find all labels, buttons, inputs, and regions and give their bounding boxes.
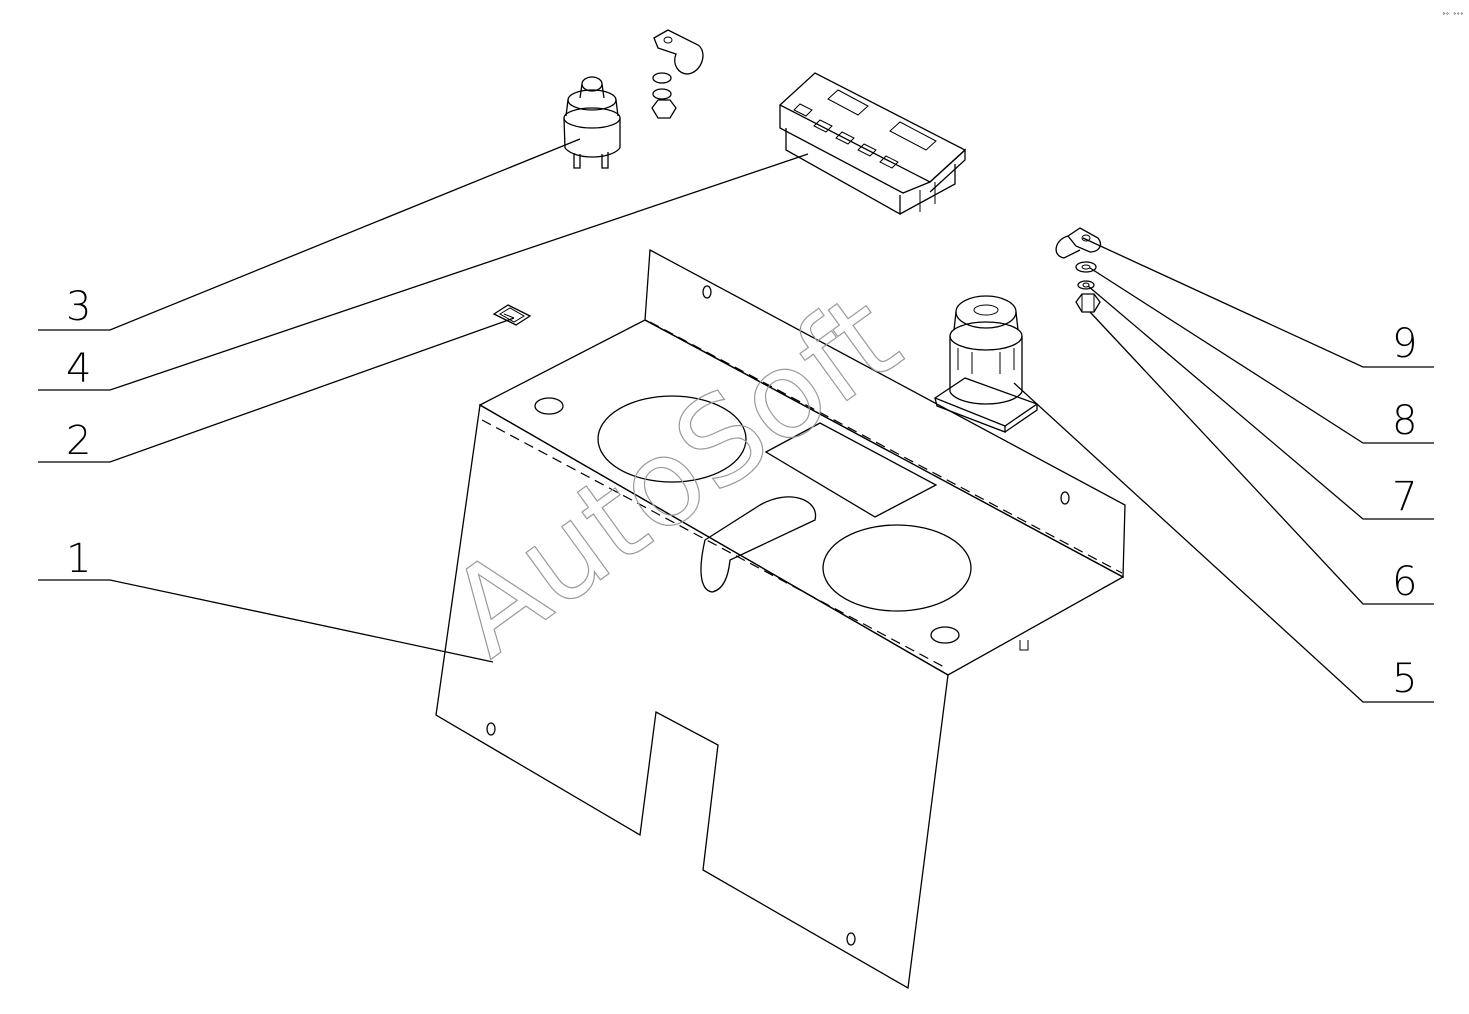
small-hole-deck-left — [534, 397, 564, 415]
part-9-cable-clamp — [1055, 227, 1102, 259]
callout-5: 5 — [1392, 656, 1417, 702]
front-plate — [435, 403, 949, 990]
leader-6 — [1089, 311, 1434, 605]
callout-3: 3 — [66, 284, 91, 330]
stud — [1019, 640, 1029, 651]
large-hole-right — [822, 524, 972, 612]
leader-lines — [38, 138, 1434, 703]
part-1-panel-bracket — [435, 248, 1126, 990]
part-5-ignition-switch — [933, 295, 1039, 433]
callout-9: 9 — [1392, 321, 1417, 367]
callout-4: 4 — [66, 346, 91, 392]
large-hole-left — [597, 395, 747, 483]
hole-plate-right — [846, 932, 856, 946]
rect-slot — [764, 422, 938, 518]
leader-1 — [38, 579, 494, 663]
callout-8: 8 — [1392, 398, 1417, 444]
leader-5 — [1013, 382, 1434, 703]
hole-flange-left — [702, 285, 712, 299]
part-2-clip — [492, 304, 532, 326]
small-hole-deck-right — [930, 626, 960, 644]
part-7-washer — [1077, 280, 1095, 290]
watermark: AutoSoft — [425, 267, 925, 684]
watermark-text: AutoSoft — [425, 268, 924, 683]
leader-2 — [38, 317, 515, 463]
callout-2: 2 — [66, 418, 91, 464]
callout-1: 1 — [66, 536, 91, 582]
part-6-nut — [1075, 293, 1101, 313]
leader-9 — [1082, 237, 1434, 368]
top-clamp-group — [651, 29, 704, 119]
leader-3 — [38, 138, 581, 331]
leader-4 — [38, 153, 809, 391]
hole-flange-right — [1060, 491, 1070, 505]
corner-mark: °° °°° — [1442, 12, 1464, 19]
bend-line-front — [481, 419, 947, 669]
callout-7: 7 — [1392, 474, 1417, 520]
hole-plate-left — [486, 722, 496, 736]
bent-tab — [700, 496, 817, 593]
callout-labels: 1 2 3 4 5 6 7 8 9 — [66, 284, 1417, 702]
leader-7 — [1087, 285, 1434, 520]
callout-6: 6 — [1392, 559, 1417, 605]
part-3-push-button — [563, 76, 621, 169]
leader-8 — [1089, 267, 1434, 444]
bend-line-back — [649, 321, 1123, 574]
part-8-washer — [1075, 261, 1097, 273]
part-4-display-unit — [778, 72, 967, 216]
